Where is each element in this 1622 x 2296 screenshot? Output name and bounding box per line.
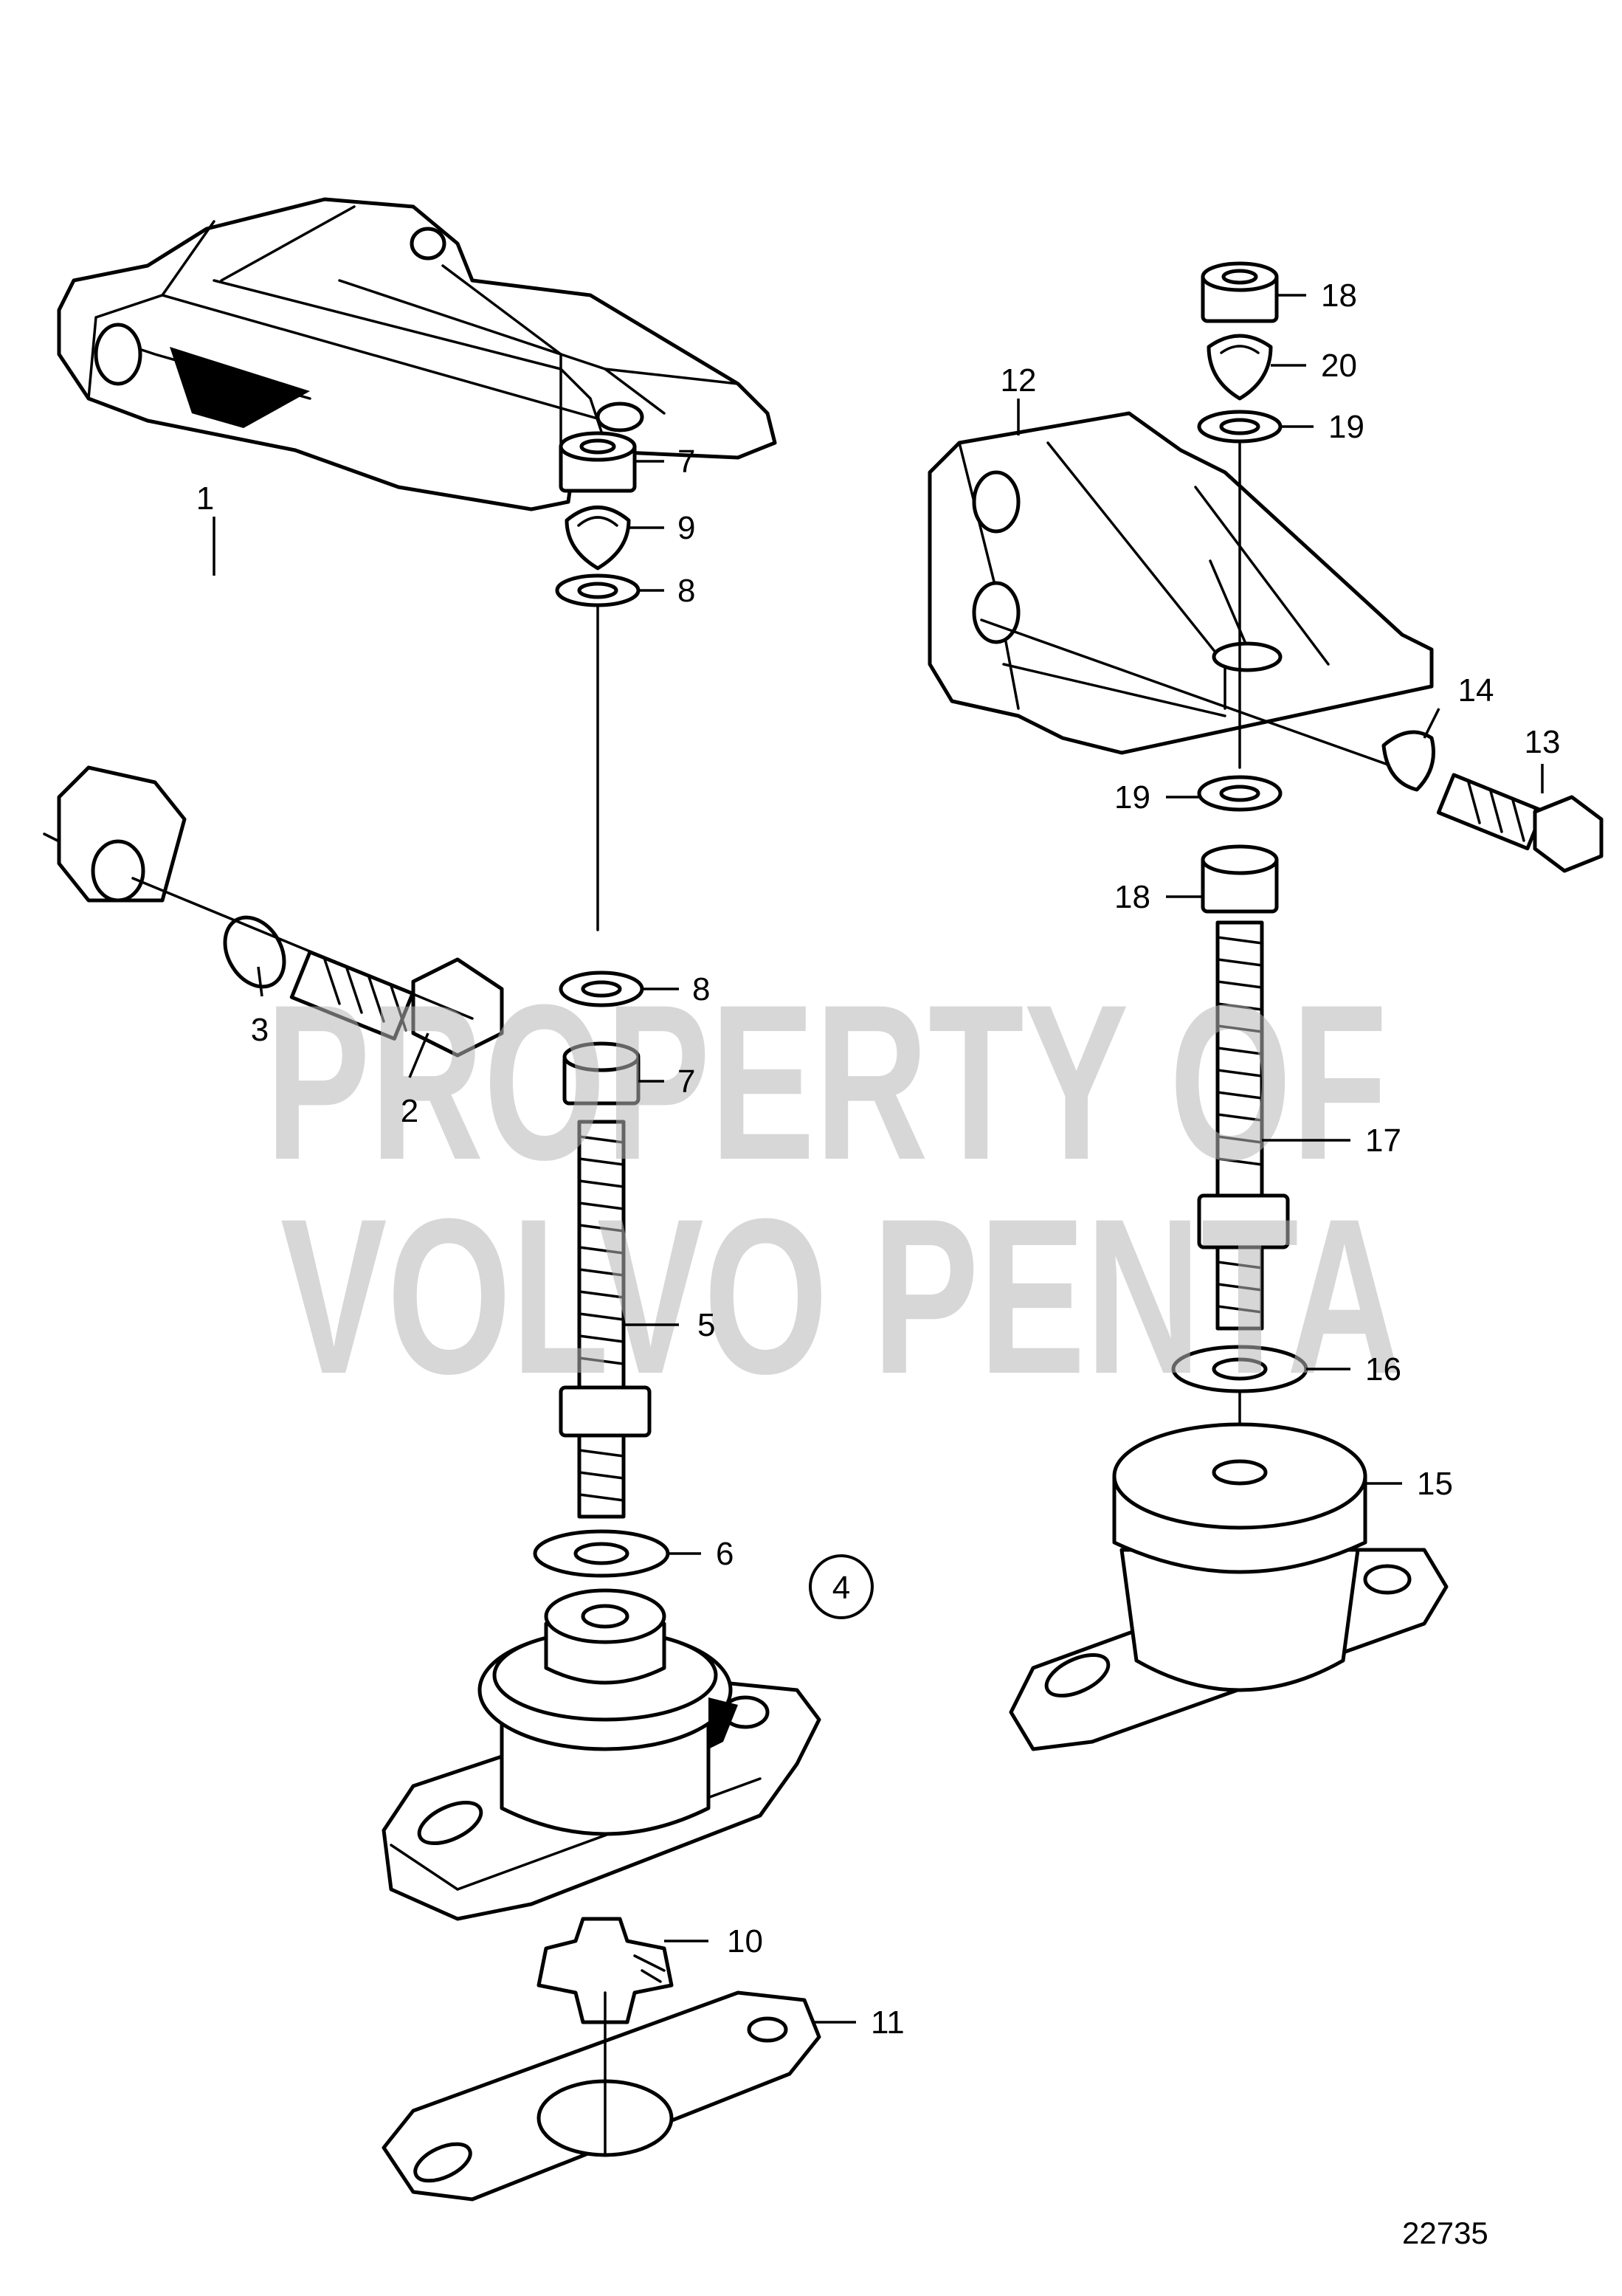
callout-9: 9	[677, 510, 695, 546]
engine-bracket-left	[43, 197, 777, 903]
kit-marker-number: 4	[832, 1570, 850, 1606]
callout-14: 14	[1458, 672, 1494, 709]
watermark-line-2: VOLVO PENTA	[280, 1172, 1402, 1420]
callout-20: 20	[1321, 348, 1357, 384]
callout-18-upper: 18	[1321, 277, 1357, 314]
callout-6: 6	[716, 1536, 734, 1572]
callout-16: 16	[1365, 1351, 1401, 1387]
callout-8-lower: 8	[692, 971, 710, 1007]
callout-19-upper: 19	[1328, 409, 1364, 445]
engine-bracket-right	[928, 411, 1434, 776]
mount-spacer-and-base-left	[382, 1917, 821, 2202]
engine-mount-left	[382, 1588, 821, 1921]
callout-1: 1	[196, 480, 214, 517]
callout-13: 13	[1525, 724, 1561, 760]
watermark: PROPERTY OF VOLVO PENTA	[266, 958, 1402, 1420]
callout-12: 12	[1001, 362, 1037, 399]
kit-marker: 4	[809, 1554, 874, 1619]
stud-assembly-right	[1171, 775, 1308, 1448]
callout-15: 15	[1417, 1466, 1453, 1502]
callout-7-upper: 7	[677, 444, 695, 480]
bracket-screw-right	[1381, 730, 1604, 873]
callouts: 1 2 3 5 6 7 7 8 8 9 10 11 12	[196, 277, 1561, 2041]
stud-assembly-left	[533, 971, 670, 1578]
upper-fasteners-left	[555, 431, 641, 931]
callout-17: 17	[1365, 1123, 1401, 1159]
bracket-screw-left	[131, 877, 504, 1058]
callout-8-upper: 8	[677, 573, 695, 609]
callout-5: 5	[697, 1307, 715, 1343]
figure-number: 22735	[1402, 2216, 1488, 2250]
callout-7-lower: 7	[677, 1063, 695, 1100]
callout-3: 3	[251, 1012, 269, 1048]
watermark-line-1: PROPERTY OF	[266, 958, 1387, 1206]
callout-18-lower: 18	[1114, 879, 1150, 915]
callout-19-lower: 19	[1114, 779, 1150, 816]
callout-2: 2	[401, 1093, 418, 1129]
engine-mount-right	[1009, 1422, 1449, 1751]
callout-10: 10	[727, 1923, 763, 1959]
callout-11: 11	[871, 2004, 905, 2041]
upper-fasteners-right	[1197, 261, 1283, 769]
